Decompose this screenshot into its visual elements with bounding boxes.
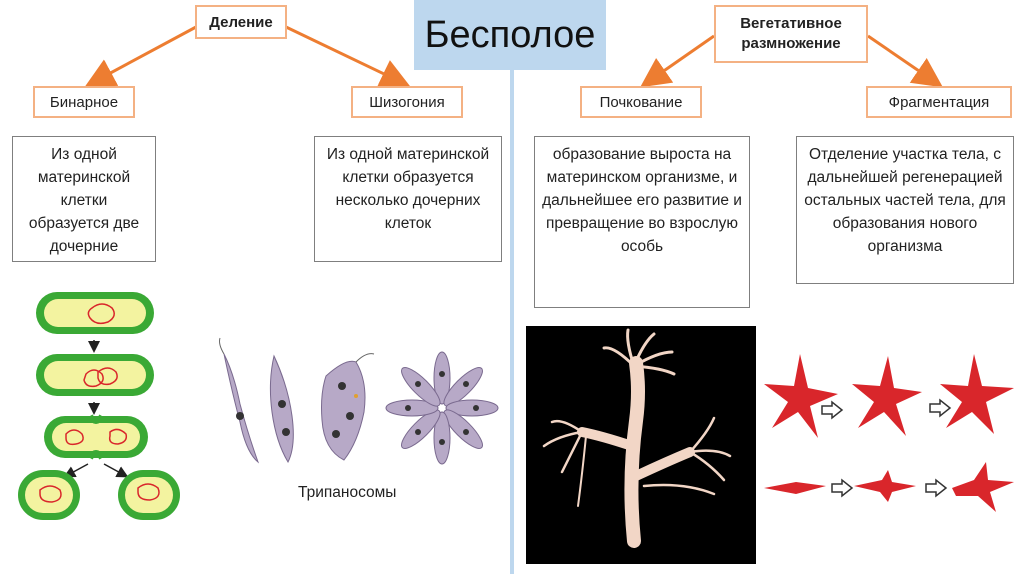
hydra-figure: [526, 326, 756, 564]
method-budding: Почкование: [580, 86, 702, 118]
arrow-division-binary: [90, 27, 196, 84]
description-fragmentation: Отделение участка тела, с дальнейшей рег…: [796, 136, 1014, 284]
starfish-top-1: [764, 354, 838, 438]
arrow-vegetative-fragmentation: [868, 36, 938, 84]
description-schizogony: Из одной материнской клетки образуется н…: [314, 136, 502, 262]
starfish-top-2: [852, 356, 922, 436]
starfish-top-3: [940, 354, 1014, 434]
method-schizogony: Шизогония: [351, 86, 463, 118]
starfish-bottom-1: [764, 482, 826, 494]
starfish-regeneration-illustration: [760, 348, 1020, 528]
arrow-vegetative-budding: [645, 36, 714, 84]
description-budding: образование выроста на материнском орган…: [534, 136, 750, 308]
description-binary: Из одной материнской клетки образуется д…: [12, 136, 156, 262]
binary-fission-illustration: [14, 288, 184, 528]
hydra-photo: [526, 326, 756, 564]
category-division: Деление: [195, 5, 287, 39]
category-vegetative: Вегетативное размножение: [714, 5, 868, 63]
trypanosome-rosette: [386, 352, 498, 464]
trypanosomes-caption: Трипаносомы: [298, 484, 396, 502]
arrow-division-schizogony: [286, 27, 405, 84]
method-binary: Бинарное: [33, 86, 135, 118]
method-fragmentation: Фрагментация: [866, 86, 1012, 118]
starfish-bottom-3: [952, 462, 1014, 512]
starfish-bottom-2: [854, 470, 916, 502]
trypanosomes-illustration: [206, 336, 506, 476]
